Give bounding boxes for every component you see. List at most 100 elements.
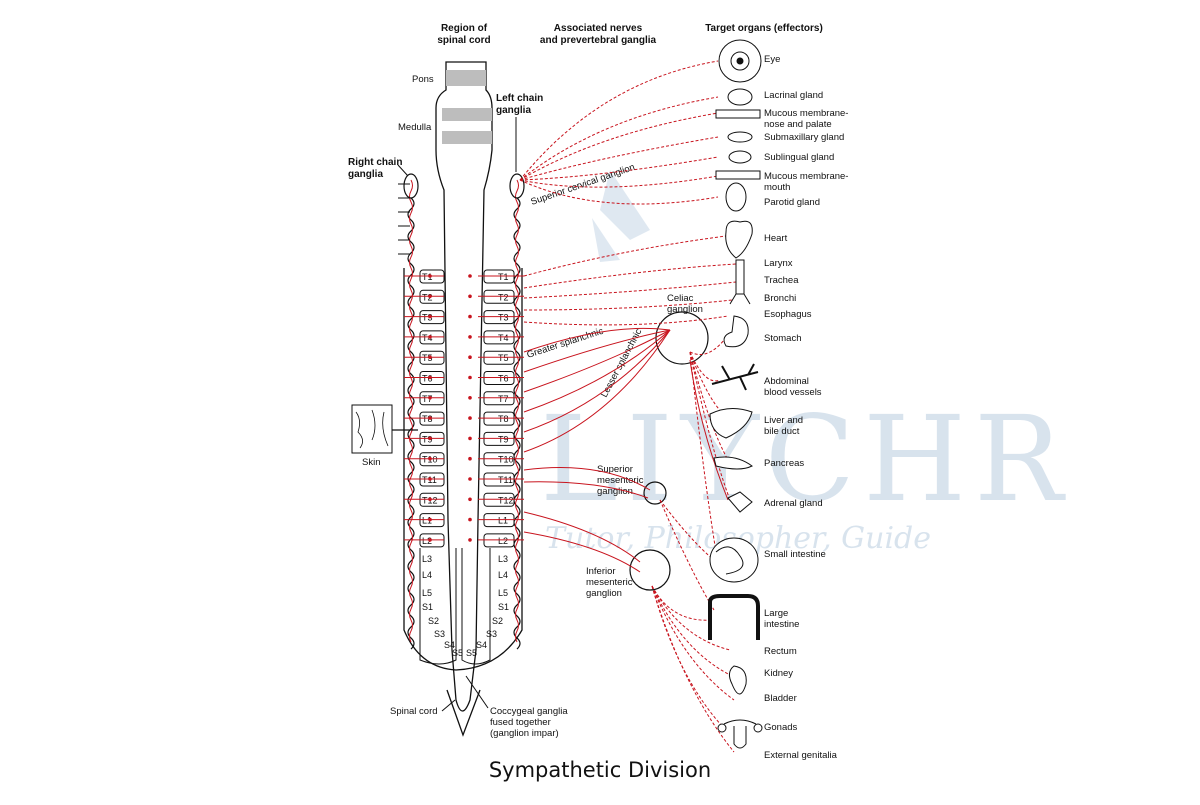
caption: Sympathetic Division [488,758,712,782]
segment-lower-left-label: S3 [434,629,445,639]
segment-lower-right-label: S4 [476,640,487,650]
segment-fibers [398,183,524,542]
celiac-postganglionic [689,351,731,421]
cervical-postganglionic [519,156,719,181]
celiac-label-2: ganglion [667,304,703,315]
organ-label: Kidney [764,668,793,679]
organ-label: Mucous membrane- [764,108,848,119]
ovary-left-icon [717,723,727,733]
segment-left-label: L1 [422,516,432,526]
organ-label: Abdominal [764,376,809,387]
segment-fiber-dot [468,497,472,502]
larynx-fiber [523,263,737,289]
adrenal-preganglionic [689,359,729,501]
inf-mesenteric-postganglionic [651,585,731,651]
skin-box [351,404,393,454]
coccygeal-label-1: Coccygeal ganglia [490,706,568,717]
organ-label: Mucous membrane- [764,171,848,182]
celiac-postganglionic [689,331,731,355]
superior-mesenteric-ganglion [643,481,667,505]
segment-left-label: T9 [422,434,433,444]
sup-mesenteric-label-2: mesenteric [597,475,644,486]
celiac-postganglionic [689,351,729,461]
segment-right-label: L2 [498,536,508,546]
segment-fiber-dot [468,314,472,319]
organ-label: Gonads [764,722,798,733]
sublingual-icon [728,150,752,164]
heart-icon [725,220,753,259]
segment-fiber-dot [428,477,432,481]
bronchi-fiber [523,299,733,311]
segment-left-label: T6 [422,374,433,384]
bronchi-icon [729,293,751,305]
header-region-line1: Region of [441,23,488,34]
left-chain-label-1: Left chain [496,93,543,104]
watermark-main: LIYCHR [540,390,1071,528]
organ-label: Bladder [764,693,797,704]
segment-fiber-dot [428,314,432,319]
segment-fiber-dot [428,517,432,522]
segment-lower-right-label: S5 [466,648,477,658]
organ-icons [708,39,763,749]
mucous-mouth-icon [715,170,761,180]
blood-vessels-icon [711,363,759,391]
segment-fiber-dot [428,375,432,380]
segment-fiber-dot [428,335,432,339]
skin-illustration [351,404,418,454]
cervical-postganglionic [519,179,719,205]
celiac-postganglionic [689,351,731,501]
skin-hair-icon [355,409,389,449]
cervical-postganglionic [519,136,719,181]
splanchnic-nerve [523,329,671,433]
small-intestine-icon [709,537,759,583]
inf-mesenteric-postganglionic [651,585,733,677]
segment-lower-right-label: L3 [498,554,508,564]
mucous-nose-icon [715,109,761,119]
segment-fiber-dot [468,436,472,441]
segment-lower-left-label: S4 [444,640,455,650]
cervical-postganglionic [519,112,719,181]
segment-lower-right-label: L5 [498,588,508,598]
segment-left-label: T2 [422,292,433,302]
organ-label: Esophagus [764,309,812,320]
lumbar-splanchnic-nerve-2 [523,531,641,573]
organ-label: Sublingual gland [764,152,834,163]
segment-fiber-dot [468,335,472,339]
segment-fiber-dot [468,355,472,360]
ovary-right-icon [753,723,763,733]
medulla-band-1 [442,108,492,121]
segment-lower-left-label: L4 [422,570,432,580]
organ-label: Stomach [764,333,802,344]
inf-mesenteric-label-1: Inferior [586,566,616,577]
filum-terminale [446,689,481,737]
cauda-right [461,548,491,665]
left-chain-fiber [515,179,519,643]
organ-label: nose and palate [764,119,832,130]
segment-left-label: T7 [422,394,433,404]
segment-fiber-dot [428,497,432,502]
segment-left-label: T3 [422,313,433,323]
lacrimal-gland-icon [727,88,753,106]
organ-label: Small intestine [764,549,826,560]
segment-lower-right-label: L4 [498,570,508,580]
cardiac-fiber [523,235,727,277]
segment-left-label: T8 [422,414,433,424]
greater-splanchnic-label: Greater splanchnic [526,326,605,361]
skin-label: Skin [362,457,380,468]
medulla-label: Medulla [398,122,432,133]
header-nerves-line1: Associated nerves [554,23,643,34]
segment-left-label: T4 [422,333,433,343]
watermark-logo-icon [592,170,650,262]
inferior-mesenteric-ganglion [629,549,671,591]
right-chain-label-2: ganglia [348,169,383,180]
organ-label: Heart [764,233,788,244]
segment-right-label: T12 [498,495,514,505]
segment-lower-left-label: L5 [422,588,432,598]
organ-label: intestine [764,619,799,630]
right-chain-ganglia [407,197,415,650]
celiac-ganglion [655,311,709,365]
organ-label: Parotid gland [764,197,820,208]
organ-label: Eye [764,54,780,65]
splanchnic-nerve [523,329,671,413]
segment-left-label: T1 [422,272,433,282]
